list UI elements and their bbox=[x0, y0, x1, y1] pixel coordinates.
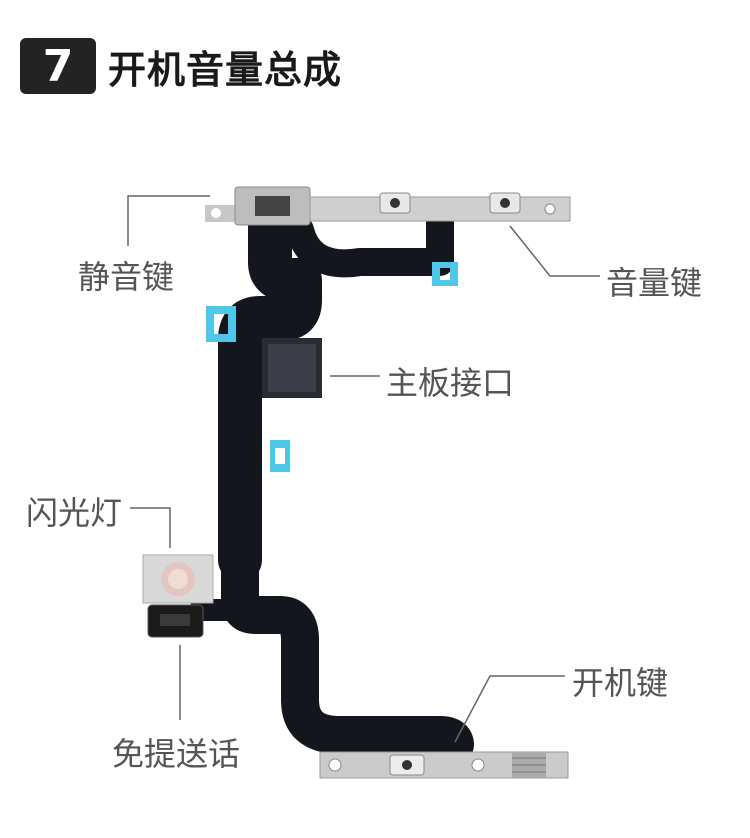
leader-power bbox=[454, 675, 565, 743]
label-power-key: 开机键 bbox=[572, 664, 669, 702]
top-bracket bbox=[205, 186, 571, 226]
label-mute-key: 静音键 bbox=[78, 258, 175, 296]
flex-cable bbox=[189, 198, 474, 764]
adhesive-tabs bbox=[206, 262, 458, 472]
label-microphone: 免提送话 bbox=[112, 735, 241, 773]
section-number-badge: 7 bbox=[20, 38, 96, 94]
label-volume-key: 音量键 bbox=[606, 264, 703, 302]
section-title: 开机音量总成 bbox=[108, 47, 343, 92]
microphone-unit bbox=[147, 604, 204, 638]
flash-unit bbox=[142, 554, 214, 604]
section-header: 7 开机音量总成 bbox=[20, 38, 342, 94]
leader-flash bbox=[130, 507, 171, 548]
bottom-bracket bbox=[319, 751, 569, 779]
label-flash: 闪光灯 bbox=[26, 494, 123, 532]
leader-lines bbox=[127, 195, 600, 743]
leader-volume bbox=[509, 225, 600, 277]
label-board-connector: 主板接口 bbox=[386, 364, 515, 402]
leader-mute bbox=[127, 195, 210, 246]
